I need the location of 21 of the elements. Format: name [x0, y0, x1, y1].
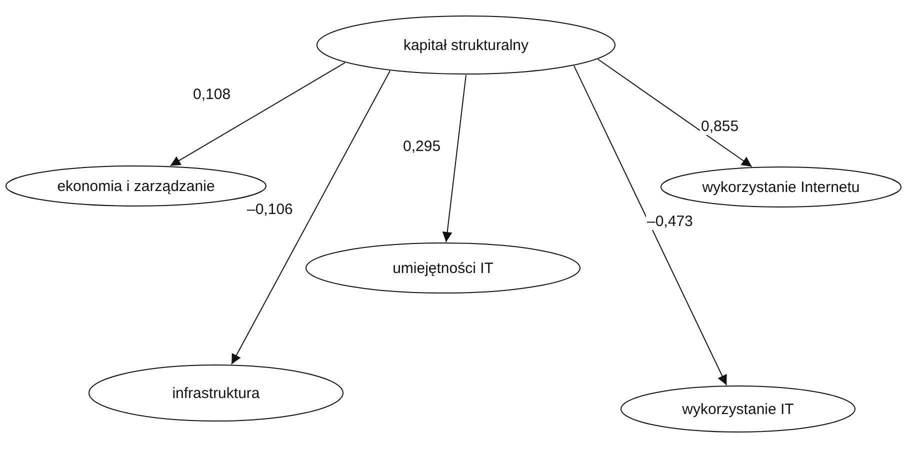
edge-label: 0,855 [700, 118, 740, 135]
node-label: kapitał strukturalny [403, 36, 529, 54]
node-label: wykorzystanie Internetu [702, 178, 860, 196]
arrow [231, 70, 390, 365]
node-label: umiejętności IT [392, 260, 494, 276]
ellipse-node [316, 15, 616, 75]
ellipse-node [88, 364, 344, 422]
ellipse-node [305, 242, 581, 294]
edge-label: –0,473 [646, 213, 694, 230]
ellipse-node [660, 166, 902, 208]
edge-label: 0,108 [192, 86, 232, 103]
node-label: infrastruktura [172, 384, 260, 402]
arrow [598, 58, 752, 168]
ellipse-node [620, 385, 856, 433]
edge-label: –0,106 [246, 201, 294, 218]
node-label: ekonomia i zarządzanie [57, 178, 215, 194]
arrow [574, 65, 728, 386]
arrow [442, 74, 466, 242]
node-label: wykorzystanie IT [682, 400, 794, 418]
arrow [170, 62, 346, 166]
edge-label: 0,295 [402, 138, 442, 155]
